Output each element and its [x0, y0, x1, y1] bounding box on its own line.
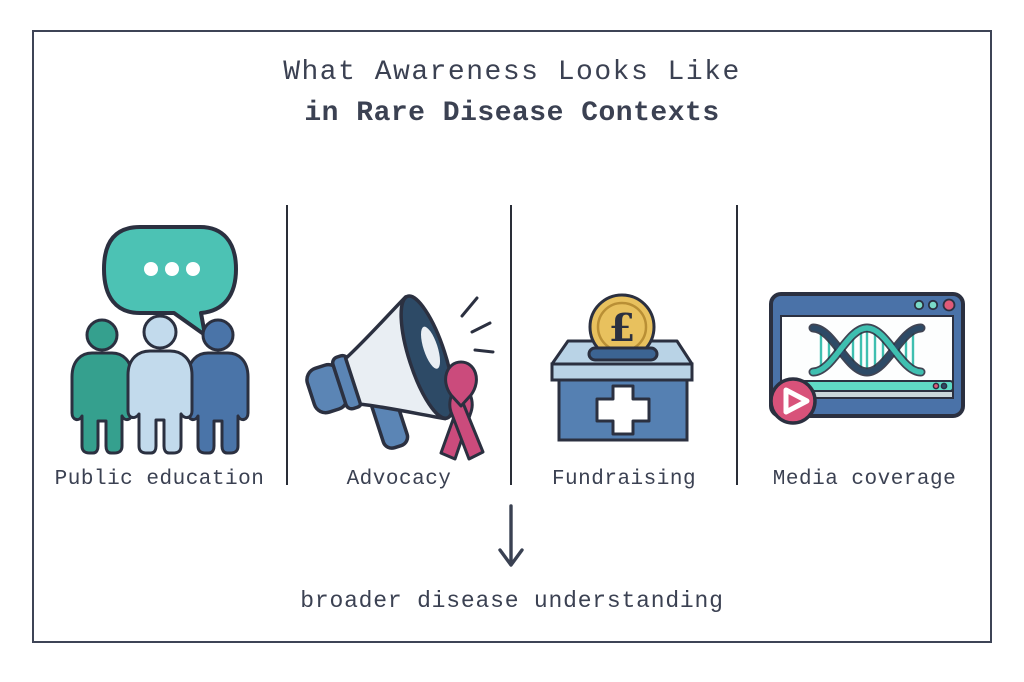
column-media-coverage: Media coverage [737, 195, 992, 495]
box-lid-edge [550, 362, 694, 382]
play-icon [783, 387, 809, 415]
column-divider-2 [510, 205, 512, 485]
megaphone [305, 294, 456, 450]
title-line-1: What Awareness Looks Like [283, 57, 741, 88]
label-advocacy: Advocacy [346, 468, 452, 491]
title-block: What Awareness Looks Like in Rare Diseas… [32, 54, 992, 133]
column-divider-3 [736, 205, 738, 485]
pound-symbol: £ [609, 305, 635, 350]
megaphone-with-awareness-ribbon-icon [305, 294, 495, 461]
progress-dot-red [932, 382, 939, 390]
column-advocacy: Advocacy [287, 195, 511, 495]
column-public-education: Public education [32, 195, 287, 495]
dna-helix [808, 323, 925, 377]
label-public-education: Public education [54, 468, 265, 491]
people-with-speech-bubble-icon [70, 225, 249, 455]
play-button[interactable] [768, 377, 817, 425]
person-blue [186, 318, 249, 455]
person-teal [70, 318, 133, 455]
columns-row: Public education [32, 195, 992, 495]
label-fundraising: Fundraising [551, 468, 697, 491]
sound-lines [460, 296, 495, 354]
speech-bubble [101, 225, 238, 337]
donation-box-with-coin-icon: £ [550, 293, 694, 442]
column-divider-1 [286, 205, 288, 485]
down-arrow-icon [498, 504, 524, 567]
video-player-with-dna-icon [768, 292, 965, 425]
title-line-2: in Rare Disease Contexts [304, 98, 720, 129]
outcome-text: broader disease understanding [300, 588, 724, 614]
column-fundraising: £ Fundraising [511, 195, 737, 495]
coin-slot [587, 346, 659, 362]
person-light-blue [126, 314, 193, 455]
window-control-dots [913, 298, 955, 312]
progress-dot-dark [940, 382, 947, 390]
down-arrow [496, 503, 526, 573]
awareness-ribbon [439, 360, 485, 461]
label-media-coverage: Media coverage [772, 468, 957, 491]
medical-cross [595, 384, 651, 436]
